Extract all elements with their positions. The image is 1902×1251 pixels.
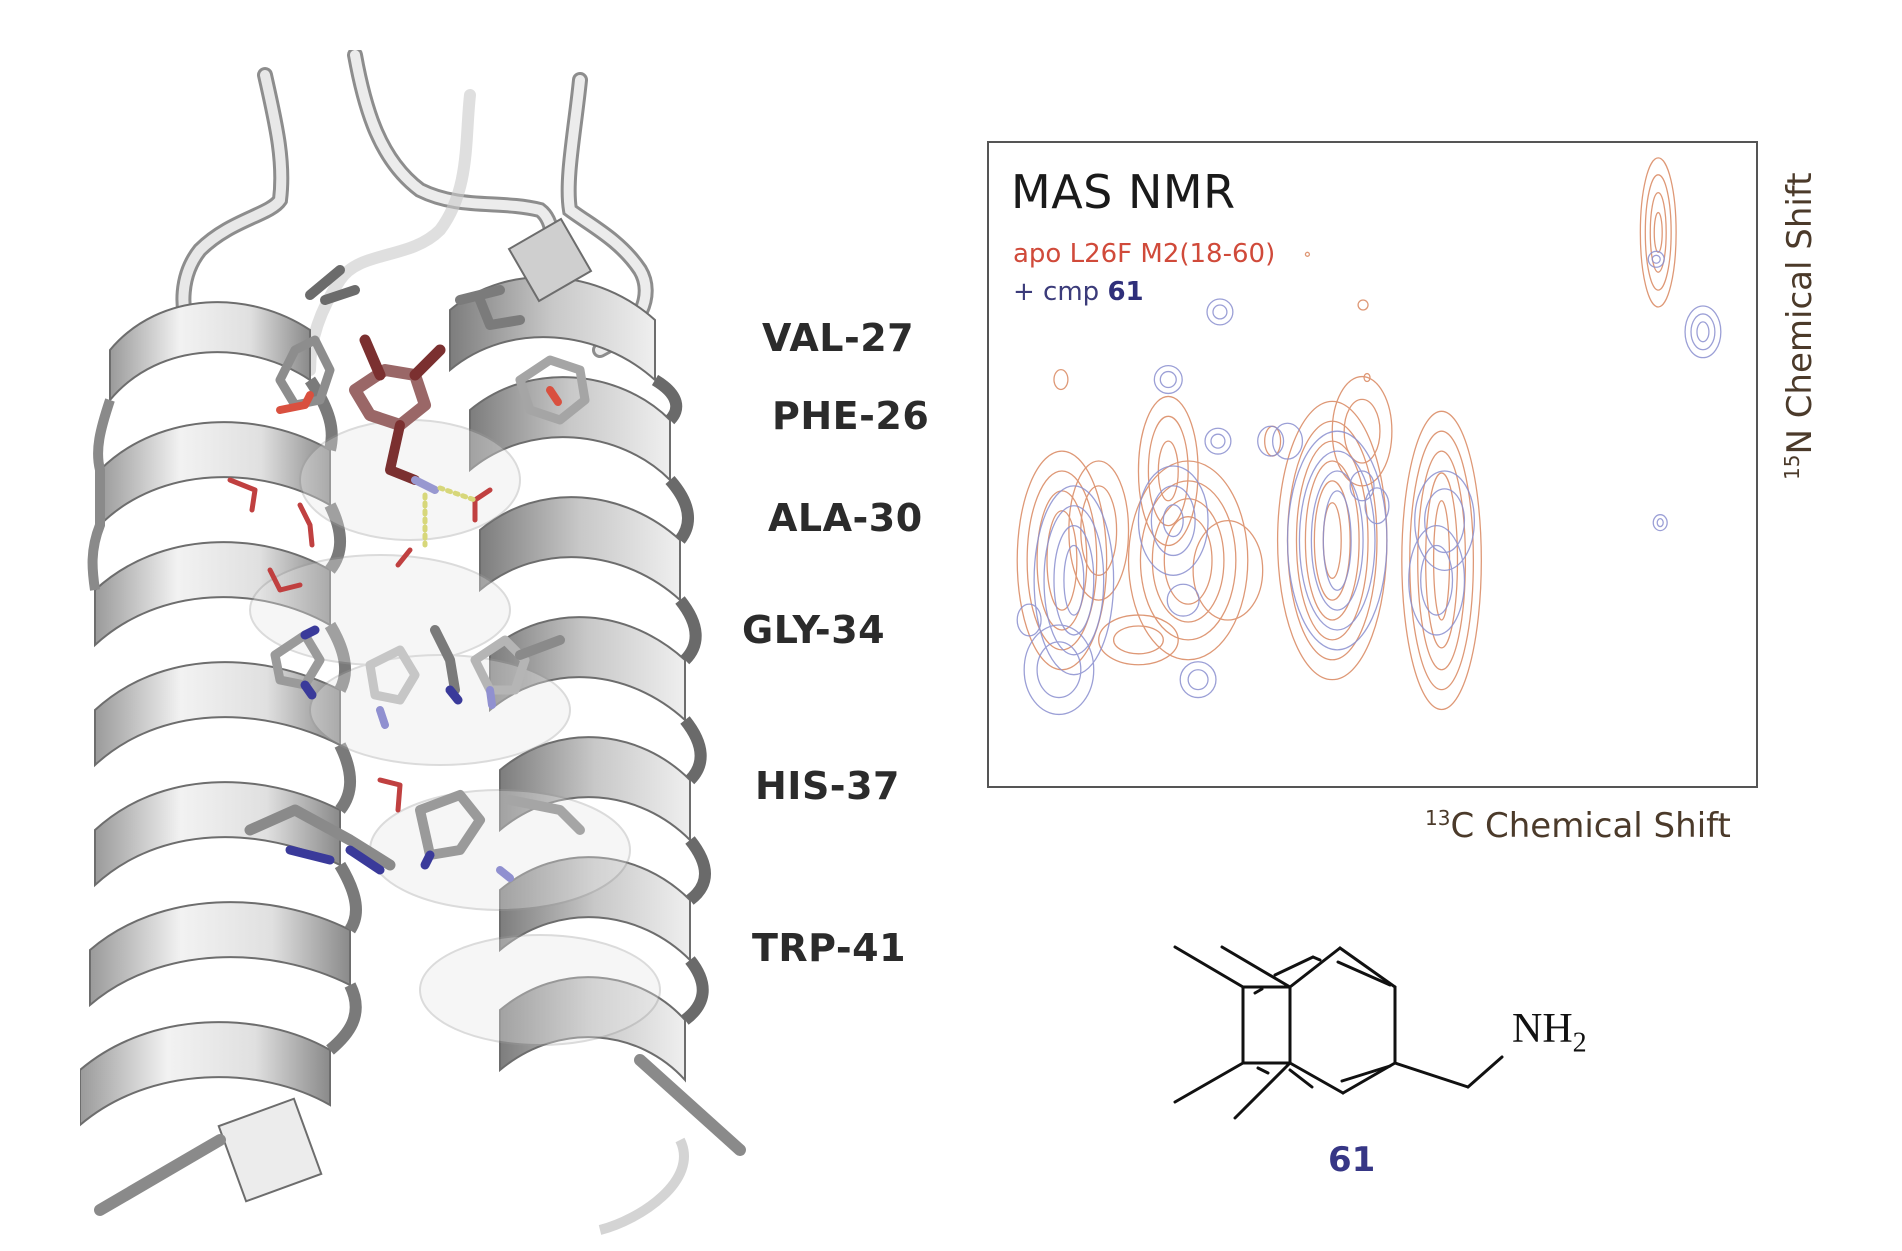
amine-group-label: NH2 (1512, 1005, 1587, 1059)
back-helices (249, 419, 661, 1046)
nmr-contour-plot (1016, 157, 1722, 716)
legend-apo: apo L26F M2(18-60) (1013, 239, 1276, 269)
y-axis-label: 15N Chemical Shift (1780, 172, 1820, 480)
residue-label-gly34: GLY-34 (742, 608, 886, 652)
y-axis-text: N Chemical Shift (1780, 172, 1820, 455)
x-axis-label: 13C Chemical Shift (1425, 806, 1731, 846)
compound-61-structure (1173, 945, 1504, 1120)
residue-label-ala30: ALA-30 (768, 496, 923, 540)
nmr-title: MAS NMR (1011, 165, 1236, 219)
residue-label-trp41: TRP-41 (752, 926, 907, 970)
x-axis-text: C Chemical Shift (1450, 806, 1731, 846)
y-axis-isotope: 15 (1780, 454, 1804, 480)
nmr-spectrum-panel: MAS NMR apo L26F M2(18-60) + cmp 61 (987, 141, 1758, 788)
legend-cmp-prefix: + cmp (1013, 277, 1108, 307)
amine-subscript: 2 (1572, 1027, 1587, 1059)
legend-cmp-number: 61 (1107, 277, 1144, 307)
left-helix (80, 301, 362, 1216)
amine-text: NH (1512, 1006, 1573, 1052)
cmp61-contours (1016, 250, 1722, 716)
legend-compound: + cmp 61 (1013, 277, 1144, 307)
terminal-loops (175, 50, 654, 376)
hydrogen-bond-dashes (422, 485, 478, 548)
residue-label-val27: VAL-27 (762, 316, 915, 360)
x-axis-isotope: 13 (1425, 806, 1451, 830)
residue-label-his37: HIS-37 (755, 764, 900, 808)
side-chain-sticks (227, 265, 590, 882)
m2-channel-structure-image (80, 50, 746, 1235)
residue-label-phe26: PHE-26 (772, 394, 930, 438)
compound-number: 61 (1328, 1140, 1376, 1180)
